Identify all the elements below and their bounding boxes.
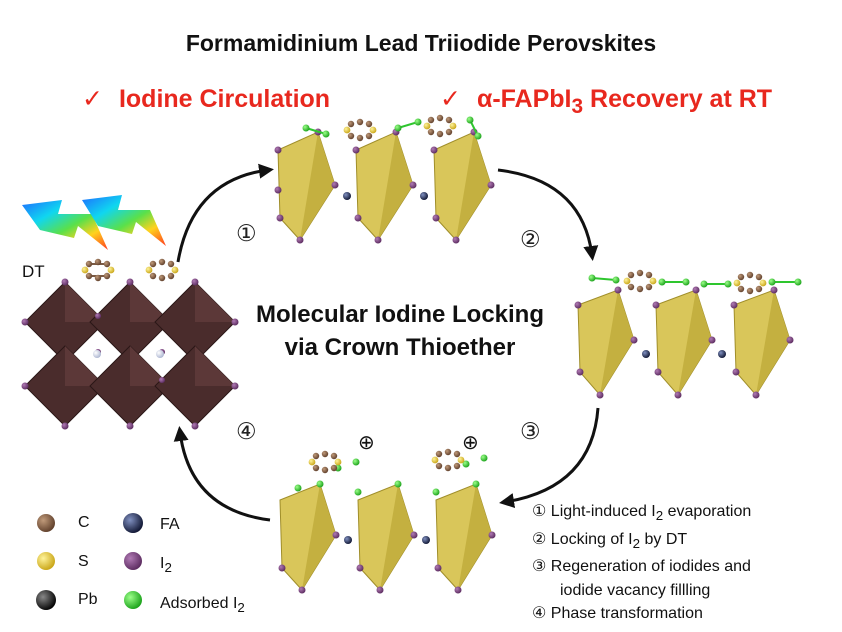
center-label-line1: Molecular Iodine Locking: [255, 301, 545, 328]
step-number-3: ③: [520, 418, 541, 444]
step-descriptions: ① Light-induced I2 evaporation ② Locking…: [532, 500, 751, 626]
legend-sulfur-sphere: [37, 552, 55, 570]
center-label: Molecular Iodine Locking via Crown Thioe…: [220, 298, 580, 364]
highlight-iodine-circulation-text: Iodine Circulation: [118, 85, 331, 113]
legend-adsorbed-iodine-sphere: [124, 591, 142, 609]
step-3-description: ③ Regeneration of iodides and: [532, 558, 751, 576]
lightning-bolt-icon: [22, 200, 108, 250]
highlight-recovery: ✓ α-FAPbI3 Recovery at RT: [440, 84, 772, 119]
legend-lead-label: Pb: [78, 591, 98, 608]
legend-iodine-sphere: [124, 552, 142, 570]
step-2-text-b: by DT: [640, 530, 688, 548]
legend-carbon-sphere: [37, 514, 55, 532]
delta-phase-lattice-right: [574, 269, 802, 399]
legend-fa-label: FA: [160, 516, 180, 533]
dt-molecule: [145, 258, 179, 282]
step-number-1: ①: [236, 220, 257, 246]
legend-lead-sphere: [36, 590, 56, 610]
figure-title: Formamidinium Lead Triiodide Perovskites: [185, 30, 657, 56]
center-label-line2: via Crown Thioether: [284, 334, 516, 361]
highlight-recovery-suffix: Recovery at RT: [583, 85, 773, 113]
legend-fa-sphere: [123, 513, 143, 533]
step-number-4: ④: [236, 418, 257, 444]
highlight-iodine-circulation: ✓ Iodine Circulation: [82, 84, 330, 114]
delta-phase-lattice-top: [274, 114, 495, 244]
step-3-continuation: iodide vacancy fillling: [560, 581, 711, 599]
step-1-text-a: ① Light-induced I: [532, 503, 656, 520]
highlight-recovery-prefix: α-FAPbI: [476, 85, 572, 113]
legend-sulfur-label: S: [78, 553, 89, 570]
check-icon: ✓: [82, 85, 103, 113]
step-number-2: ②: [520, 226, 541, 252]
step-2-sub: 2: [632, 535, 641, 551]
legend-adsorbed-main: Adsorbed I: [160, 595, 238, 612]
delta-phase-lattice-bottom: [278, 448, 496, 594]
dt-label: DT: [22, 262, 45, 281]
lightning-bolt-icon: [82, 195, 166, 246]
step-1-description: ① Light-induced I2 evaporation: [532, 500, 751, 528]
plus-symbol: ⊕: [358, 432, 375, 454]
cycle-arrow-icon: [173, 426, 271, 522]
legend-adsorbed-sub: 2: [237, 600, 245, 616]
legend-carbon-label: C: [78, 514, 90, 531]
legend-iodine-main: I: [160, 555, 165, 572]
cycle-arrow-icon: [176, 163, 274, 263]
legend-iodine-sub: 2: [164, 560, 172, 576]
dt-molecule: [81, 258, 115, 282]
legend-adsorbed-iodine-label: Adsorbed I2: [160, 595, 245, 615]
cycle-arrow-icon: [497, 168, 599, 261]
highlight-recovery-subscript: 3: [571, 95, 584, 118]
step-1-text-b: evaporation: [663, 503, 752, 520]
check-icon: ✓: [440, 85, 461, 113]
step-2-description: ② Locking of I2 by DT: [532, 528, 751, 556]
step-2-text-a: ② Locking of I: [532, 530, 633, 548]
cycle-arrow-icon: [499, 407, 600, 508]
plus-symbol: ⊕: [462, 432, 479, 454]
step-4-description: ④ Phase transformation: [532, 605, 703, 623]
legend-iodine-label: I2: [160, 555, 172, 575]
cubic-perovskite-lattice: [21, 278, 239, 430]
step-1-sub: 2: [655, 508, 664, 524]
